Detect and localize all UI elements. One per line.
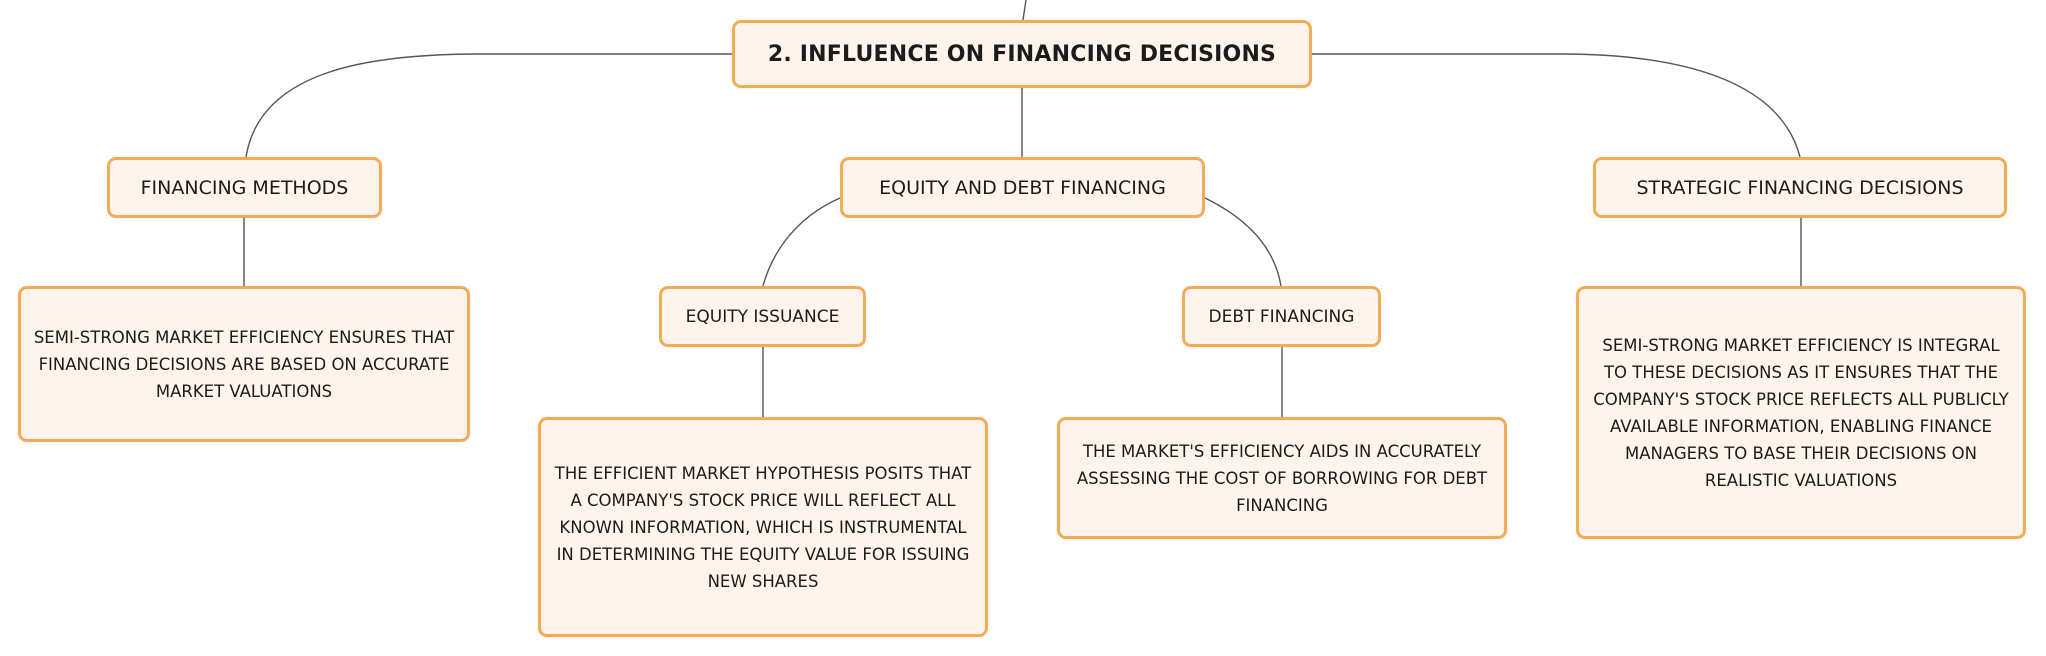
financing-methods-description: SEMI-STRONG MARKET EFFICIENCY ENSURES TH…	[33, 327, 455, 401]
connector-equity-debt-to-debt-financing	[1204, 197, 1282, 287]
debt-financing-description-node[interactable]: THE MARKET'S EFFICIENCY AIDS IN ACCURATE…	[1057, 417, 1507, 539]
financing-methods-node[interactable]: FINANCING METHODS	[107, 157, 382, 218]
equity-debt-financing-node[interactable]: EQUITY AND DEBT FINANCING	[840, 157, 1205, 218]
strategic-financing-node[interactable]: STRATEGIC FINANCING DECISIONS	[1593, 157, 2007, 218]
root-node[interactable]: 2. INFLUENCE ON FINANCING DECISIONS	[732, 20, 1312, 88]
equity-debt-financing-label: EQUITY AND DEBT FINANCING	[879, 176, 1166, 199]
debt-financing-label: DEBT FINANCING	[1208, 306, 1355, 327]
connector-root-to-strategic	[1312, 53, 1801, 158]
equity-issuance-label: EQUITY ISSUANCE	[685, 306, 840, 327]
equity-issuance-node[interactable]: EQUITY ISSUANCE	[659, 286, 866, 347]
financing-methods-label: FINANCING METHODS	[140, 176, 349, 199]
equity-issuance-description: THE EFFICIENT MARKET HYPOTHESIS POSITS T…	[554, 463, 972, 591]
debt-financing-description: THE MARKET'S EFFICIENCY AIDS IN ACCURATE…	[1076, 441, 1488, 515]
strategic-financing-description: SEMI-STRONG MARKET EFFICIENCY IS INTEGRA…	[1593, 335, 2009, 490]
equity-issuance-description-node[interactable]: THE EFFICIENT MARKET HYPOTHESIS POSITS T…	[538, 417, 988, 637]
financing-methods-description-node[interactable]: SEMI-STRONG MARKET EFFICIENCY ENSURES TH…	[18, 286, 470, 442]
strategic-financing-description-node[interactable]: SEMI-STRONG MARKET EFFICIENCY IS INTEGRA…	[1576, 286, 2026, 539]
connector-parent-to-root	[1022, 0, 1027, 21]
root-node-label: 2. INFLUENCE ON FINANCING DECISIONS	[767, 41, 1277, 67]
connector-equity-debt-to-equity-issuance	[762, 197, 841, 287]
strategic-financing-label: STRATEGIC FINANCING DECISIONS	[1636, 176, 1964, 199]
debt-financing-node[interactable]: DEBT FINANCING	[1182, 286, 1381, 347]
connector-root-to-financing-methods	[245, 53, 732, 158]
